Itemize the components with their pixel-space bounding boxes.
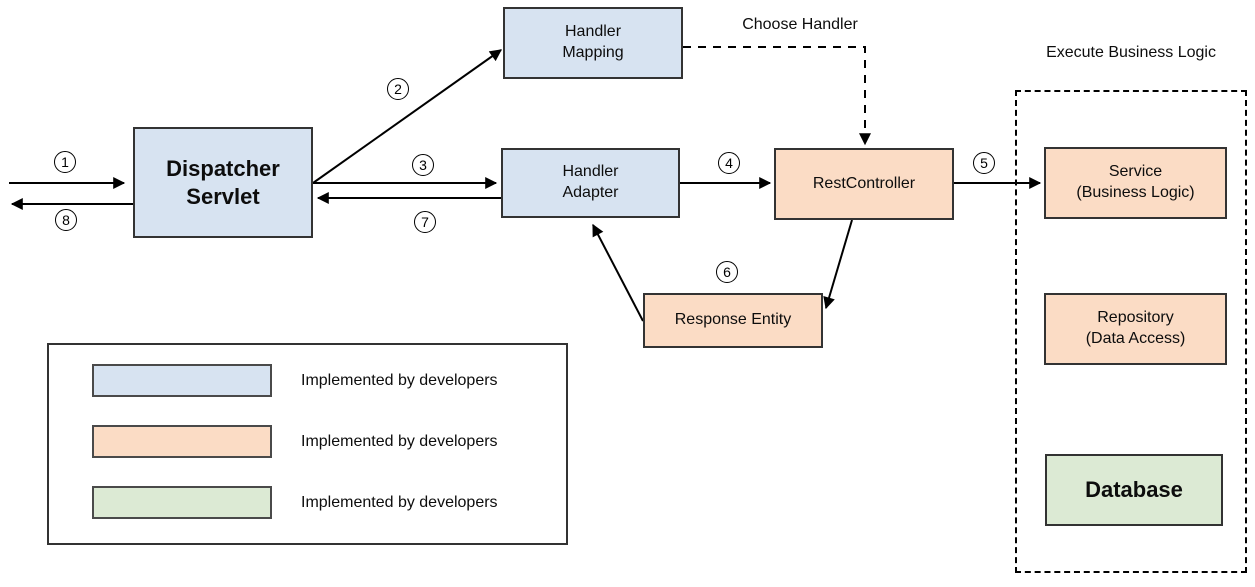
arrow-controller-to-responseentity bbox=[823, 219, 853, 310]
choose-handler-label: Choose Handler bbox=[742, 16, 858, 33]
legend-row: Implemented by developers bbox=[49, 486, 566, 519]
step-6-badge: 6 bbox=[716, 261, 738, 283]
handler-mapping-node: Handler Mapping bbox=[503, 7, 683, 79]
arrow-responseentity-to-adapter bbox=[592, 223, 644, 322]
legend-label: Implemented by developers bbox=[301, 371, 498, 389]
legend-swatch-blue bbox=[92, 364, 272, 397]
step-7-badge: 7 bbox=[414, 211, 436, 233]
handler-adapter-node: Handler Adapter bbox=[501, 148, 680, 218]
arrow-dispatcher-to-mapping bbox=[312, 49, 502, 184]
step-4-badge: 4 bbox=[718, 152, 740, 174]
step-5-badge: 5 bbox=[973, 152, 995, 174]
legend-swatch-orange bbox=[92, 425, 272, 458]
legend-label: Implemented by developers bbox=[301, 493, 498, 511]
service-node: Service (Business Logic) bbox=[1044, 147, 1227, 219]
repository-node: Repository (Data Access) bbox=[1044, 293, 1227, 365]
legend-box: Implemented by developers Implemented by… bbox=[47, 343, 568, 545]
step-1-badge: 1 bbox=[54, 151, 76, 173]
dispatcher-servlet-node: Dispatcher Servlet bbox=[133, 127, 313, 238]
step-2-badge: 2 bbox=[387, 78, 409, 100]
legend-label: Implemented by developers bbox=[301, 432, 498, 450]
arrow-choose-handler-dashed bbox=[683, 46, 871, 146]
database-node: Database bbox=[1045, 454, 1223, 526]
step-8-badge: 8 bbox=[55, 209, 77, 231]
execute-business-logic-label: Execute Business Logic bbox=[1046, 44, 1216, 61]
response-entity-node: Response Entity bbox=[643, 293, 823, 348]
legend-swatch-green bbox=[92, 486, 272, 519]
step-3-badge: 3 bbox=[412, 154, 434, 176]
legend-row: Implemented by developers bbox=[49, 364, 566, 397]
legend-row: Implemented by developers bbox=[49, 425, 566, 458]
rest-controller-node: RestController bbox=[774, 148, 954, 220]
business-logic-group-outline bbox=[1015, 90, 1247, 573]
